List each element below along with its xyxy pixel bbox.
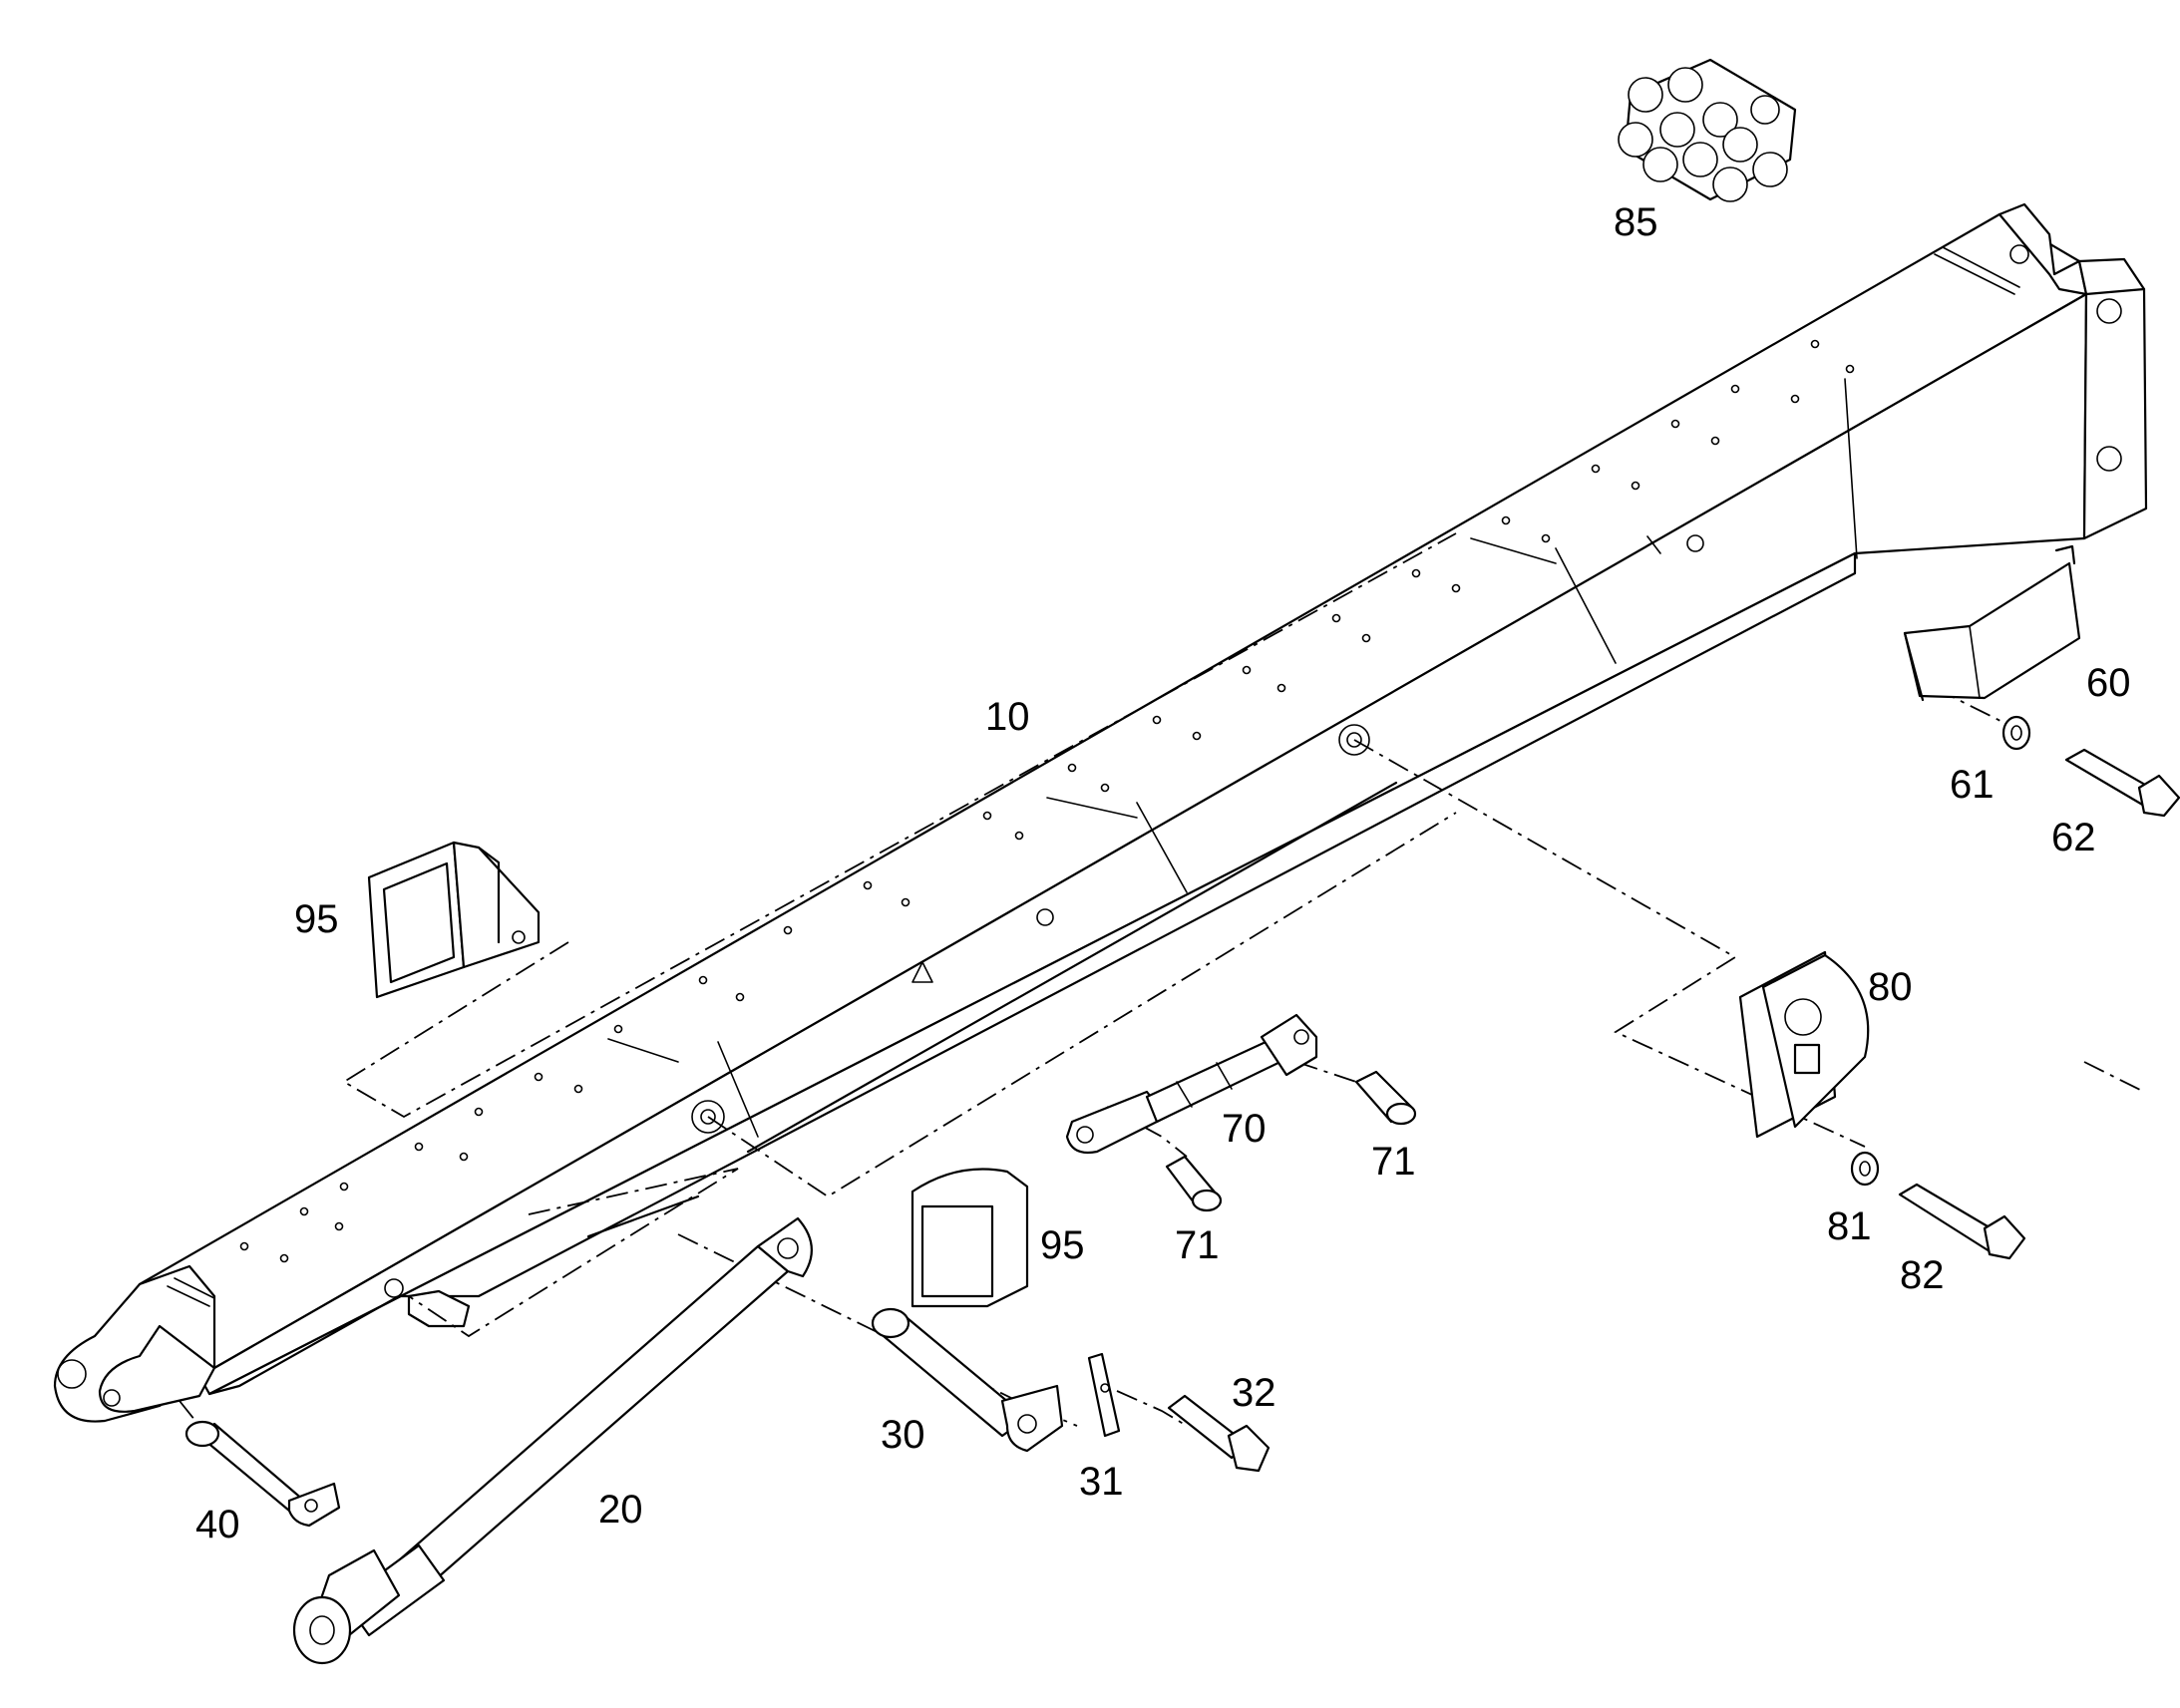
label-part-95-upper: 95	[294, 897, 339, 941]
label-part-30: 30	[881, 1413, 925, 1457]
cap-95-lower	[910, 1168, 1029, 1308]
label-part-80: 80	[1868, 965, 1913, 1009]
bolt-62	[2064, 748, 2180, 818]
label-part-81: 81	[1827, 1204, 1872, 1248]
label-part-71-left: 71	[1175, 1223, 1220, 1267]
label-part-70: 70	[1222, 1107, 1267, 1151]
label-part-20: 20	[598, 1488, 643, 1532]
pin-30	[871, 1307, 1064, 1453]
hydraulic-manifold-85	[1618, 58, 1797, 202]
label-part-32: 32	[1232, 1371, 1276, 1415]
label-part-40: 40	[195, 1503, 240, 1546]
bolt-32	[1167, 1394, 1271, 1473]
turnbuckle-70	[1065, 1013, 1318, 1155]
hydraulic-cylinder-20	[292, 1216, 813, 1665]
lock-plate-31	[1087, 1352, 1121, 1438]
label-part-62: 62	[2051, 816, 2096, 859]
pin-71-left	[1165, 1155, 1223, 1212]
bolt-holes	[239, 339, 1855, 1263]
label-part-60: 60	[2086, 661, 2131, 705]
guard-plate-60	[1903, 544, 2081, 702]
label-part-71-right: 71	[1371, 1140, 1416, 1184]
boom-arm	[53, 202, 2148, 1423]
cap-95-upper	[367, 841, 541, 999]
bolt-82	[1898, 1183, 2026, 1260]
washer-61	[2001, 715, 2031, 751]
label-part-85: 85	[1614, 200, 1658, 244]
bracket-80	[1738, 950, 1870, 1139]
pin-71-right	[1354, 1070, 1417, 1126]
label-part-61: 61	[1950, 763, 1995, 807]
label-part-95-lower: 95	[1040, 1223, 1085, 1267]
label-part-10: 10	[985, 695, 1030, 739]
part-labels: 10 20 30 31 32 40 60 61 62 70 71 71 80 8…	[195, 200, 2131, 1546]
label-part-82: 82	[1900, 1253, 1945, 1297]
washer-81	[1850, 1151, 1880, 1187]
pin-40	[184, 1420, 341, 1528]
label-part-31: 31	[1079, 1460, 1124, 1504]
